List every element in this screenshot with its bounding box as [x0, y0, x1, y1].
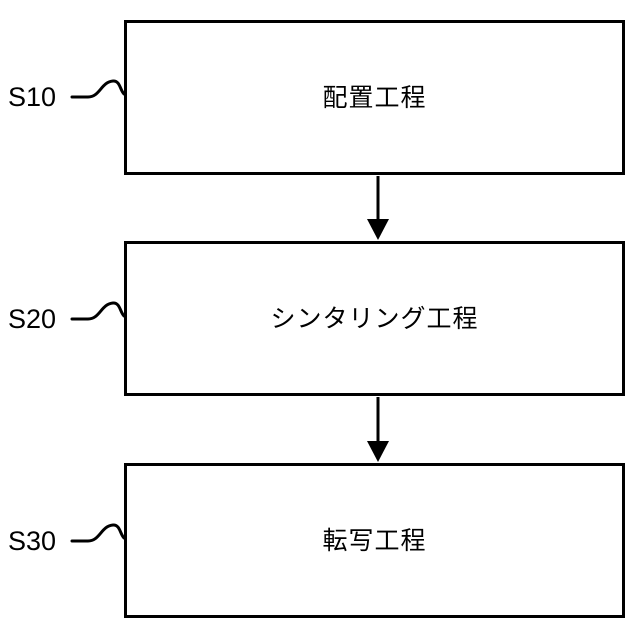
- step-number-s30: S30: [8, 526, 57, 556]
- flow-arrow-s10-to-s20: [367, 176, 389, 240]
- process-box-label-s10: 配置工程: [322, 83, 427, 112]
- leader-line-s20: [70, 301, 126, 321]
- process-box-s20[interactable]: シンタリング工程: [124, 241, 625, 396]
- leader-line-s10: [70, 79, 126, 99]
- process-box-label-s20: シンタリング工程: [270, 304, 479, 333]
- leader-line-s30: [70, 523, 126, 543]
- step-number-s10: S10: [8, 82, 57, 112]
- process-box-label-s30: 転写工程: [322, 526, 427, 555]
- step-number-s20: S20: [8, 304, 57, 334]
- process-box-s10[interactable]: 配置工程: [124, 20, 625, 175]
- process-box-s30[interactable]: 転写工程: [124, 463, 625, 618]
- flow-arrow-s20-to-s30: [367, 397, 389, 462]
